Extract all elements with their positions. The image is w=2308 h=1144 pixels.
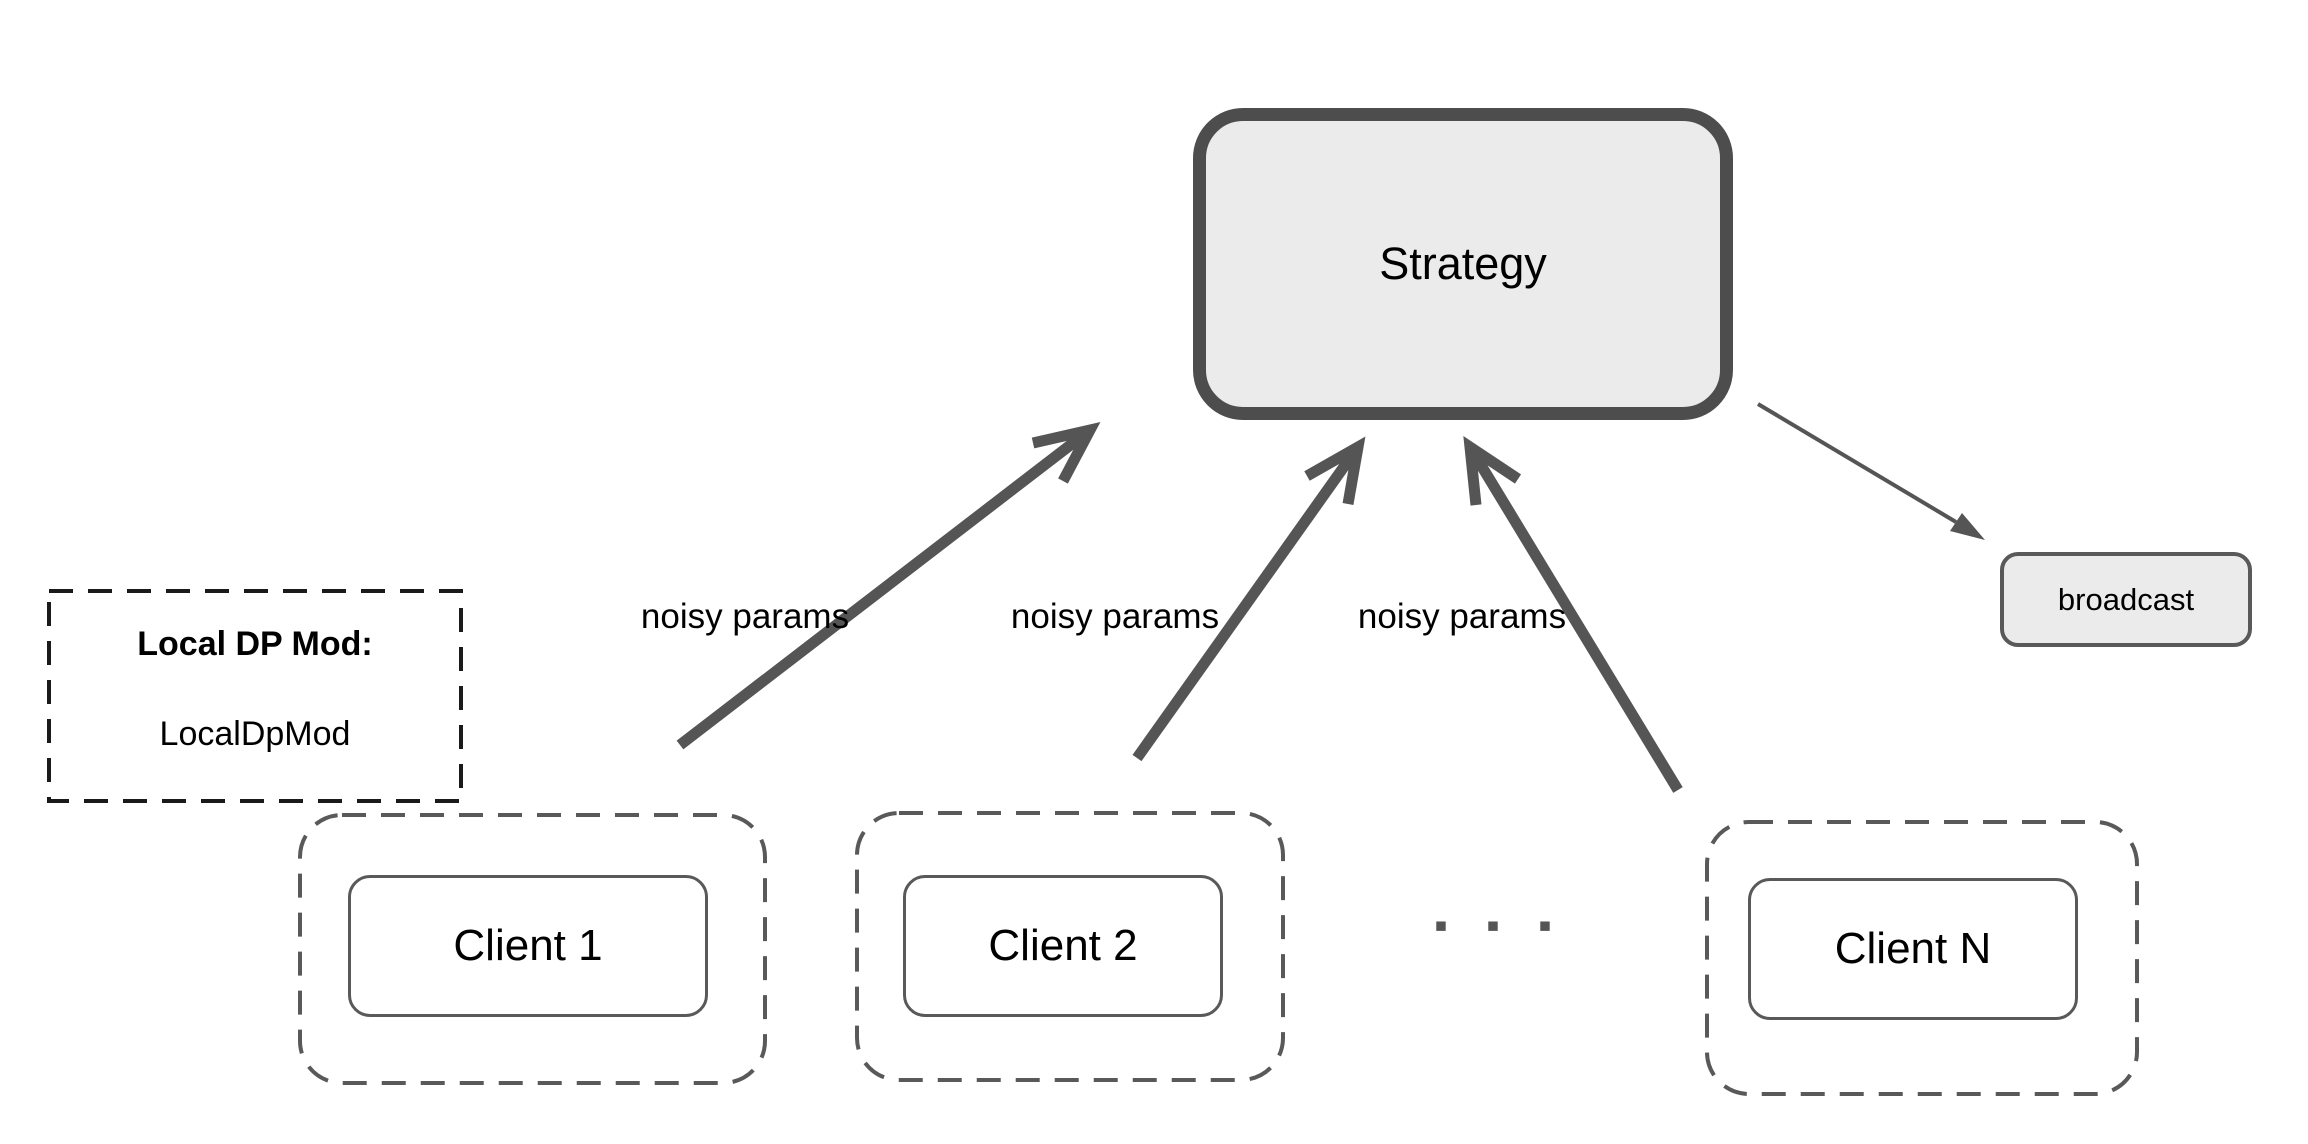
- client-n-dashed-container: [1705, 820, 2139, 1096]
- client-2-to-strategy-arrow: [1132, 436, 1366, 762]
- strategy-label: Strategy: [1379, 238, 1547, 289]
- broadcast-label: broadcast: [2057, 581, 2195, 617]
- local-dp-mod-dashed-box: [47, 589, 463, 803]
- noisy-params-label-3: noisy params: [1357, 597, 1567, 636]
- strategy-to-broadcast-arrow-line: [1756, 402, 1958, 524]
- noisy-params-label-1: noisy params: [640, 597, 850, 636]
- local-dp-mod-value: LocalDpMod: [159, 715, 351, 753]
- client-1-node: Client 1: [348, 875, 708, 1017]
- local-dp-mod-title: Local DP Mod:: [137, 625, 373, 663]
- client-n-node: Client N: [1748, 878, 2078, 1020]
- client-2-dashed-container: [855, 811, 1285, 1082]
- client-n-to-strategy-arrow: [1463, 435, 1683, 793]
- client-1-label: Client 1: [453, 921, 603, 970]
- strategy-node: Strategy: [1193, 108, 1733, 420]
- client-2-label: Client 2: [988, 921, 1138, 970]
- client-1-to-strategy-arrow: [676, 421, 1101, 750]
- client-2-node: Client 2: [903, 875, 1223, 1017]
- broadcast-node: broadcast: [2000, 552, 2252, 647]
- strategy-to-broadcast-arrowhead: [1950, 513, 1985, 540]
- noisy-params-label-2: noisy params: [1010, 597, 1220, 636]
- client-n-label: Client N: [1834, 924, 1992, 973]
- clients-ellipsis: ▪ ▪ ▪: [1434, 905, 1566, 947]
